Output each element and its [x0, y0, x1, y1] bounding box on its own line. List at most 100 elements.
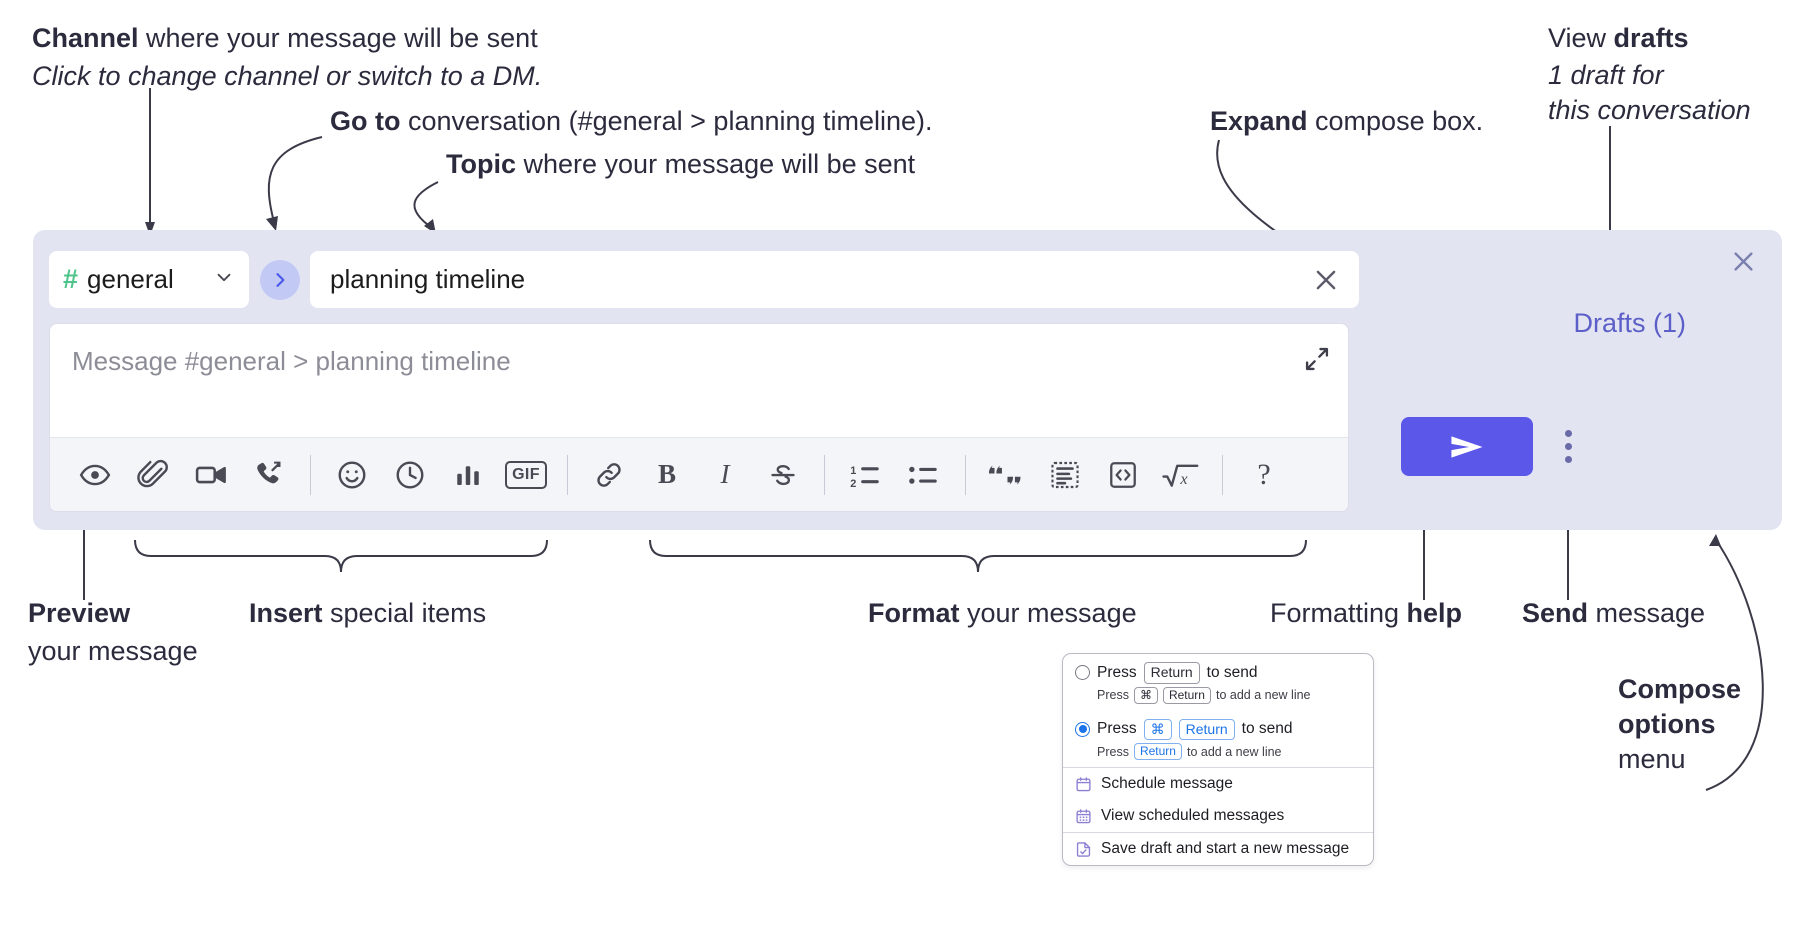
annotation-insert-rest: special items: [322, 598, 487, 628]
annotation-compose-bold1: Compose: [1618, 674, 1742, 704]
annotation-preview: Preview your message: [28, 597, 198, 668]
menu-item-save-draft[interactable]: Save draft and start a new message: [1063, 833, 1373, 865]
radio-option-cmd-return[interactable]: Press ⌘ Return to send Press Return to a…: [1063, 711, 1373, 768]
clock-icon[interactable]: [381, 447, 439, 503]
chevron-down-icon: [213, 266, 235, 293]
radio-sub-post: to add a new line: [1186, 744, 1282, 759]
blockquote-icon[interactable]: [978, 447, 1036, 503]
question-mark-icon[interactable]: ?: [1235, 447, 1293, 503]
radio-option-return[interactable]: Press Return to send Press ⌘ Return to a…: [1063, 654, 1373, 711]
expand-icon[interactable]: [1300, 342, 1334, 376]
strikethrough-icon[interactable]: [754, 447, 812, 503]
italic-label: I: [720, 459, 730, 489]
channel-selector[interactable]: # general: [49, 251, 249, 308]
annotation-compose-rest: menu: [1618, 744, 1686, 775]
close-icon[interactable]: [1728, 246, 1758, 276]
compose-options-button[interactable]: [1553, 420, 1583, 472]
kbd-return: Return: [1178, 718, 1235, 740]
message-input-container: Message #general > planning timeline: [49, 323, 1349, 512]
annotation-formatting-help: Formatting help: [1270, 597, 1462, 630]
ellipsis-dot: [1564, 455, 1572, 463]
annotation-goto: Go to conversation (#general > planning …: [330, 105, 933, 138]
annotation-send: Send message: [1522, 597, 1705, 630]
annotation-channel-italic: Click to change channel or switch to a D…: [32, 60, 543, 91]
send-button[interactable]: [1401, 417, 1533, 476]
radio-button-selected[interactable]: [1075, 721, 1090, 737]
bulleted-list-icon[interactable]: [895, 447, 953, 503]
annotation-send-bold: Send: [1522, 598, 1589, 628]
code-inline-icon[interactable]: [1094, 447, 1152, 503]
gif-icon[interactable]: GIF: [497, 447, 555, 503]
ellipsis-dot: [1564, 429, 1572, 437]
radio-main-pre: Press: [1097, 720, 1137, 738]
italic-icon[interactable]: I: [696, 447, 754, 503]
annotation-help-bold: help: [1406, 598, 1463, 628]
bar-chart-icon[interactable]: [439, 447, 497, 503]
annotation-insert: Insert special items: [249, 597, 486, 630]
bold-icon[interactable]: B: [638, 447, 696, 503]
toolbar-divider: [965, 454, 966, 495]
emoji-smiley-icon[interactable]: [323, 447, 381, 503]
annotation-expand: Expand compose box.: [1210, 105, 1483, 138]
annotation-channel-bold: Channel: [32, 23, 139, 53]
menu-item-label: Schedule message: [1101, 775, 1233, 792]
compose-header-row: # general planning timeline: [49, 251, 1359, 308]
annotation-channel: Channel where your message will be sent …: [32, 22, 542, 93]
clear-topic-icon[interactable]: [1311, 265, 1341, 295]
hash-icon: #: [63, 264, 79, 294]
compose-options-menu: Press Return to send Press ⌘ Return to a…: [1062, 653, 1374, 866]
drafts-link[interactable]: Drafts (1): [1573, 308, 1686, 338]
annotation-help-lead: Formatting: [1270, 598, 1407, 628]
annotation-drafts-italic2: this conversation: [1548, 94, 1751, 125]
annotation-compose-options: Compose options menu: [1618, 672, 1741, 777]
toolbar-divider: [567, 454, 568, 495]
formatting-toolbar: GIF B I: [50, 437, 1348, 511]
topic-value: planning timeline: [330, 264, 526, 294]
radio-main-post: to send: [1206, 663, 1258, 681]
goto-conversation-button[interactable]: [260, 259, 300, 300]
eye-icon[interactable]: [66, 447, 124, 503]
paperclip-icon[interactable]: [124, 447, 182, 503]
radio-main-pre: Press: [1097, 663, 1137, 681]
menu-divider: [1063, 767, 1373, 768]
menu-item-label: Save draft and start a new message: [1101, 840, 1350, 857]
send-paper-plane-icon: [1451, 435, 1483, 458]
radio-button[interactable]: [1075, 665, 1090, 681]
annotation-topic: Topic where your message will be sent: [446, 148, 915, 181]
svg-text:2: 2: [850, 478, 856, 490]
video-camera-icon[interactable]: [182, 447, 240, 503]
math-sqrt-icon[interactable]: x: [1152, 447, 1210, 503]
menu-divider: [1063, 832, 1373, 833]
annotation-insert-bold: Insert: [249, 598, 323, 628]
annotation-format-bold: Format: [868, 598, 960, 628]
topic-input[interactable]: planning timeline: [310, 251, 1359, 308]
ellipsis-dot: [1564, 442, 1572, 450]
annotation-goto-rest: conversation (#general > planning timeli…: [400, 106, 933, 136]
help-label: ?: [1257, 457, 1271, 491]
annotation-compose-bold2: options: [1618, 709, 1716, 740]
annotation-drafts: View drafts 1 draft for this conversatio…: [1548, 22, 1751, 127]
link-icon[interactable]: [580, 447, 638, 503]
phone-arrow-icon[interactable]: [240, 447, 298, 503]
menu-item-schedule-message[interactable]: Schedule message: [1063, 768, 1373, 800]
annotation-goto-bold: Go to: [330, 106, 401, 136]
annotation-expand-bold: Expand: [1210, 106, 1308, 136]
message-input[interactable]: Message #general > planning timeline: [72, 346, 511, 376]
toolbar-divider: [824, 454, 825, 495]
kbd-return: Return: [1133, 743, 1182, 760]
ordered-list-icon[interactable]: 1 2: [837, 447, 895, 503]
code-block-icon[interactable]: [1036, 447, 1094, 503]
calendar-schedule-icon: [1075, 776, 1092, 793]
svg-text:x: x: [1179, 469, 1188, 487]
kbd-return: Return: [1143, 662, 1200, 684]
radio-sub-pre: Press: [1097, 688, 1129, 702]
annotation-drafts-lead: View: [1548, 23, 1614, 53]
channel-name: general: [87, 264, 174, 294]
radio-main-post: to send: [1241, 720, 1293, 738]
menu-item-view-scheduled[interactable]: View scheduled messages: [1063, 800, 1373, 832]
annotation-drafts-bold: drafts: [1613, 23, 1689, 53]
radio-sub-post: to add a new line: [1215, 688, 1311, 702]
bold-label: B: [657, 459, 676, 489]
annotation-topic-bold: Topic: [446, 149, 516, 179]
calendar-grid-icon: [1075, 808, 1092, 825]
